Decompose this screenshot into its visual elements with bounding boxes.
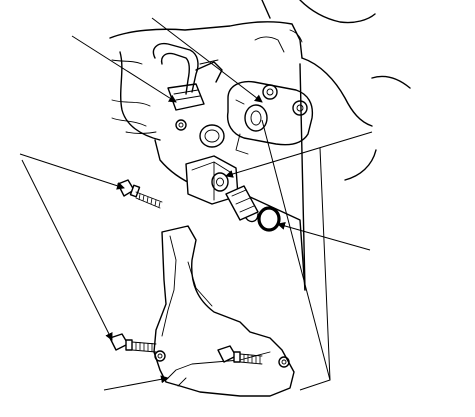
lower-middle-bolt	[217, 345, 263, 365]
leader-housing-bolt-branch	[261, 119, 331, 381]
leader-cover-bracket	[103, 375, 169, 391]
lower-left-bolt	[109, 333, 157, 353]
upper-bolt	[117, 179, 163, 209]
mounting-boss	[175, 119, 225, 148]
callout-leaders	[19, 17, 373, 391]
leader-switch-housing	[151, 17, 263, 103]
cover-bracket	[153, 225, 295, 397]
harness-clip	[152, 42, 223, 111]
speed-sensor-assembly	[185, 155, 259, 223]
engine-block-outline	[109, 0, 411, 291]
leader-speed-sensor	[225, 131, 373, 178]
leader-upper-bolt	[19, 153, 125, 190]
switch-housing	[226, 80, 314, 155]
o-ring	[257, 206, 281, 232]
leader-lower-left-bolt	[21, 159, 113, 341]
leader-harness-clip	[71, 35, 177, 103]
